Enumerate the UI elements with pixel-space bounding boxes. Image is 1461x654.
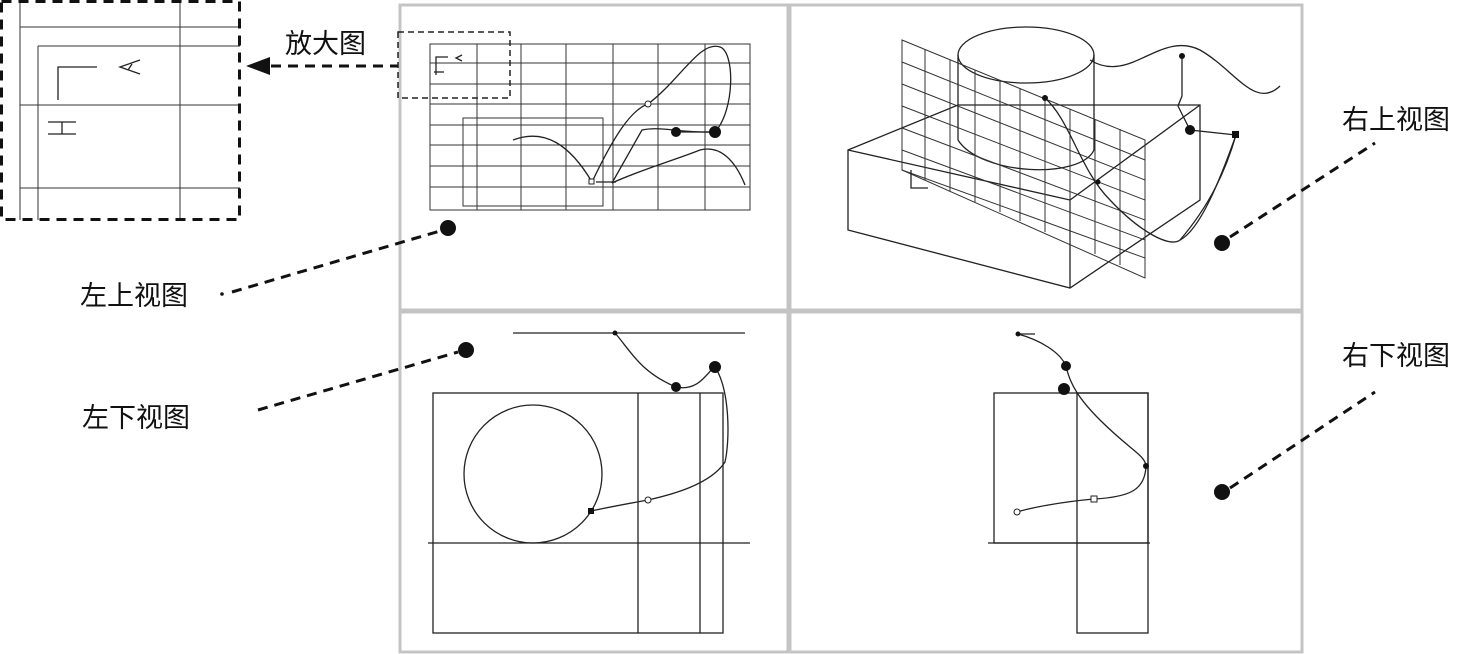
sketch-grid bbox=[429, 43, 751, 211]
leader-lines bbox=[220, 141, 1376, 490]
sketch-plane bbox=[901, 39, 1146, 279]
zoom-inset bbox=[0, 0, 241, 221]
label-top-left-view: 左上视图 bbox=[80, 281, 188, 312]
viewport-bottom-left bbox=[398, 310, 790, 654]
label-bottom-left-view: 左下视图 bbox=[82, 403, 190, 434]
label-top-right-view: 右上视图 bbox=[1342, 105, 1450, 136]
viewport-top-right bbox=[788, 3, 1304, 312]
zoom-arrow bbox=[246, 57, 400, 75]
viewport-top-left bbox=[397, 3, 790, 312]
label-bottom-right-view: 右下视图 bbox=[1342, 341, 1450, 372]
viewport-bottom-right bbox=[788, 310, 1304, 654]
label-zoom: 放大图 bbox=[285, 29, 366, 60]
